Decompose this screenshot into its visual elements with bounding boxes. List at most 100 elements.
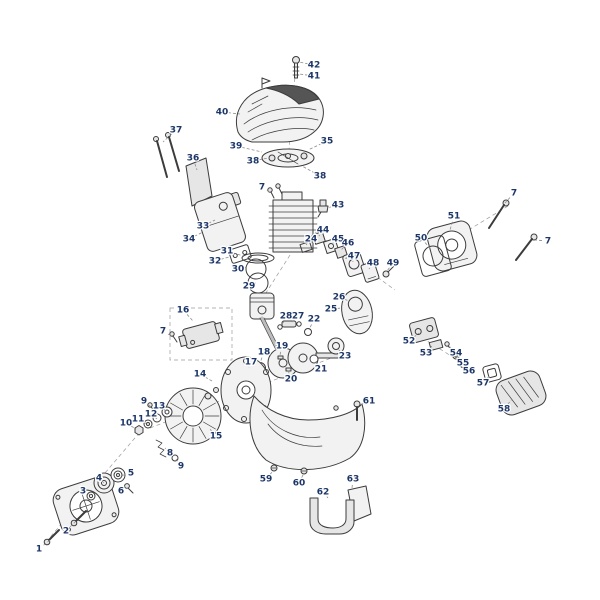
leader-line [456,355,460,359]
part-callout-39: 39 [230,142,243,152]
leader-line [507,398,513,405]
part-callout-51: 51 [448,212,461,222]
part-callout-27: 27 [292,312,305,322]
leader-line [258,157,269,161]
part-callout-3: 3 [80,487,86,497]
leader-line [291,319,295,323]
leader-line [254,282,257,285]
leader-line [359,403,364,406]
leader-line [326,206,333,209]
part-callout-30: 30 [232,265,245,275]
leader-line [130,425,137,430]
part-callout-60: 60 [293,479,306,489]
part-callout-40: 40 [216,108,229,118]
part-callout-26: 26 [333,293,346,303]
part-callout-5: 5 [128,469,134,479]
leader-line [164,447,167,450]
spark-plug [317,199,329,218]
part-callout-45: 45 [332,235,345,245]
leader-line [298,73,309,76]
part-callout-36: 36 [187,154,200,164]
part-callout-28: 28 [280,312,293,322]
leader-line [449,221,453,231]
part-callout-42: 42 [308,61,321,71]
part-callout-52: 52 [403,337,416,347]
leader-line [448,345,453,350]
leader-line [162,133,172,143]
carburetor-stack [299,231,396,283]
part-callout-58: 58 [498,405,511,415]
part-callout-11: 11 [132,415,145,425]
ignition-module [169,307,233,361]
leader-line [259,357,263,364]
leader-line [119,474,126,477]
part-callout-1: 1 [36,545,42,555]
part-callout-8: 8 [167,449,173,459]
cylinder [267,183,318,253]
muffler-assembly [185,157,252,264]
leader-line [429,345,433,349]
part-callout-53: 53 [420,349,433,359]
leader-line [424,242,431,249]
leader-line [298,61,309,65]
part-callout-44: 44 [317,226,330,236]
leader-line [155,417,158,420]
leader-line [43,539,51,546]
part-callout-50: 50 [415,234,428,244]
part-callout-10: 10 [120,419,133,429]
part-callout-14: 14 [194,370,207,380]
leader-line [368,267,371,270]
part-callout-33: 33 [197,222,210,232]
leader-line [88,493,92,496]
leader-line [340,246,345,251]
leader-line [204,376,213,382]
leader-line [534,239,543,241]
part-callout-17: 17 [245,358,258,368]
leader-line [307,143,322,151]
part-callout-6: 6 [118,487,124,497]
leader-line [194,163,198,171]
leader-line [269,469,275,475]
leader-line [305,243,308,246]
choke-lever [382,264,396,278]
leader-line [175,458,178,462]
air-filter-gasket [482,363,502,383]
part-callout-19: 19 [276,342,289,352]
part-callout-35: 35 [321,137,334,147]
leader-line [227,112,241,115]
part-callout-23: 23 [339,352,352,362]
part-callout-34: 34 [183,235,196,245]
part-callout-62: 62 [317,488,330,498]
leader-line [102,481,105,484]
part-callout-22: 22 [308,315,321,325]
leader-line [167,333,174,338]
leader-line [308,324,312,331]
leader-line [148,404,152,408]
part-callout-63: 63 [347,475,360,485]
part-callout-18: 18 [258,348,271,358]
leader-line [326,496,329,499]
starter-pawl-plate [261,148,315,168]
leader-line [241,146,263,153]
part-callout-9: 9 [141,397,147,407]
part-callout-46: 46 [342,239,355,249]
right-screws [488,199,538,261]
part-callout-43: 43 [332,201,345,211]
leader-line [386,267,390,272]
part-callout-49: 49 [387,259,400,269]
part-callout-25: 25 [325,305,338,315]
part-callout-38: 38 [247,157,260,167]
carb-bracket [409,317,467,369]
part-callout-29: 29 [243,282,256,292]
part-callout-20: 20 [285,375,298,385]
part-callout-55: 55 [457,359,470,369]
leader-line [486,374,491,379]
leader-line [279,351,282,356]
part-callout-41: 41 [308,72,321,82]
part-callout-7: 7 [545,237,551,247]
leader-line [266,189,272,194]
leader-line [463,364,466,367]
part-callout-12: 12 [145,410,158,420]
